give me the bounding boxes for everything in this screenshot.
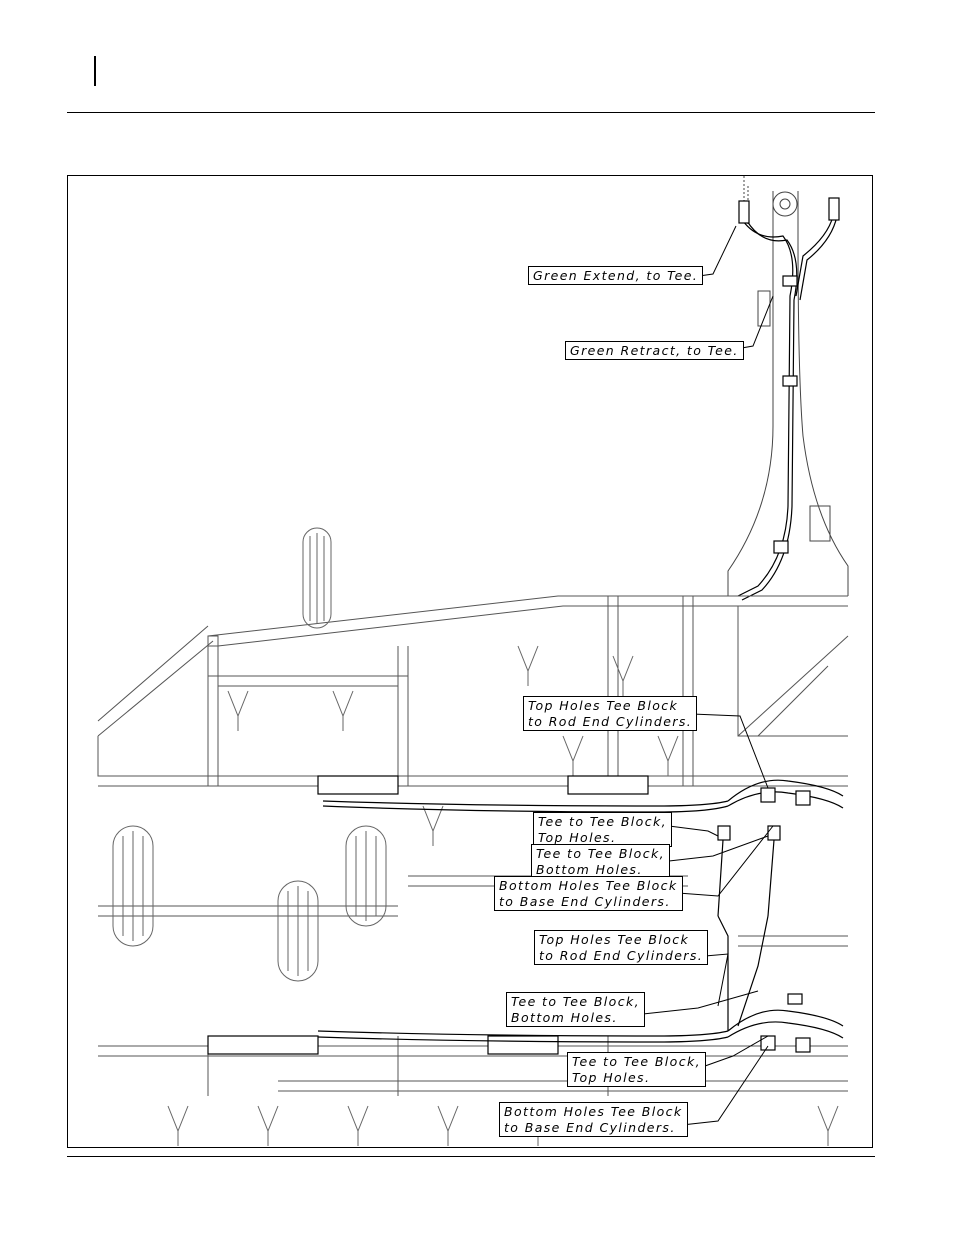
callout-top-holes-rod-upper: Top Holes Tee Block to Rod End Cylinders… bbox=[523, 696, 698, 731]
lower-frame bbox=[98, 935, 848, 1096]
page-margin-mark bbox=[94, 56, 96, 86]
callout-bottom-holes-base-lower: Bottom Holes Tee Block to Base End Cylin… bbox=[499, 1102, 688, 1137]
hydraulic-diagram-frame: Green Extend, to Tee. Green Retract, to … bbox=[67, 175, 873, 1148]
leader-lines bbox=[642, 225, 774, 1126]
callout-green-retract: Green Retract, to Tee. bbox=[565, 341, 744, 360]
hydraulic-hose-diagram bbox=[97, 176, 849, 1146]
shank-row-upper bbox=[227, 645, 679, 846]
callout-tee-top-lower: Tee to Tee Block, Top Holes. bbox=[567, 1052, 706, 1087]
upper-hose-run bbox=[317, 775, 844, 917]
footer-rule bbox=[67, 1156, 875, 1157]
callout-tee-bottom-upper: Tee to Tee Block, Bottom Holes. bbox=[531, 844, 670, 879]
callout-tee-top-upper: Tee to Tee Block, Top Holes. bbox=[533, 812, 672, 847]
lower-hose-run bbox=[207, 915, 844, 1055]
callout-top-holes-rod-lower: Top Holes Tee Block to Rod End Cylinders… bbox=[534, 930, 709, 965]
header-rule bbox=[67, 112, 875, 113]
gauge-wheels bbox=[112, 527, 387, 982]
callout-bottom-holes-base-upper: Bottom Holes Tee Block to Base End Cylin… bbox=[494, 876, 683, 911]
callout-tee-bottom-lower: Tee to Tee Block, Bottom Holes. bbox=[506, 992, 645, 1027]
tongue-hoses bbox=[737, 197, 840, 601]
upper-frame bbox=[97, 595, 849, 917]
callout-green-extend: Green Extend, to Tee. bbox=[528, 266, 704, 285]
